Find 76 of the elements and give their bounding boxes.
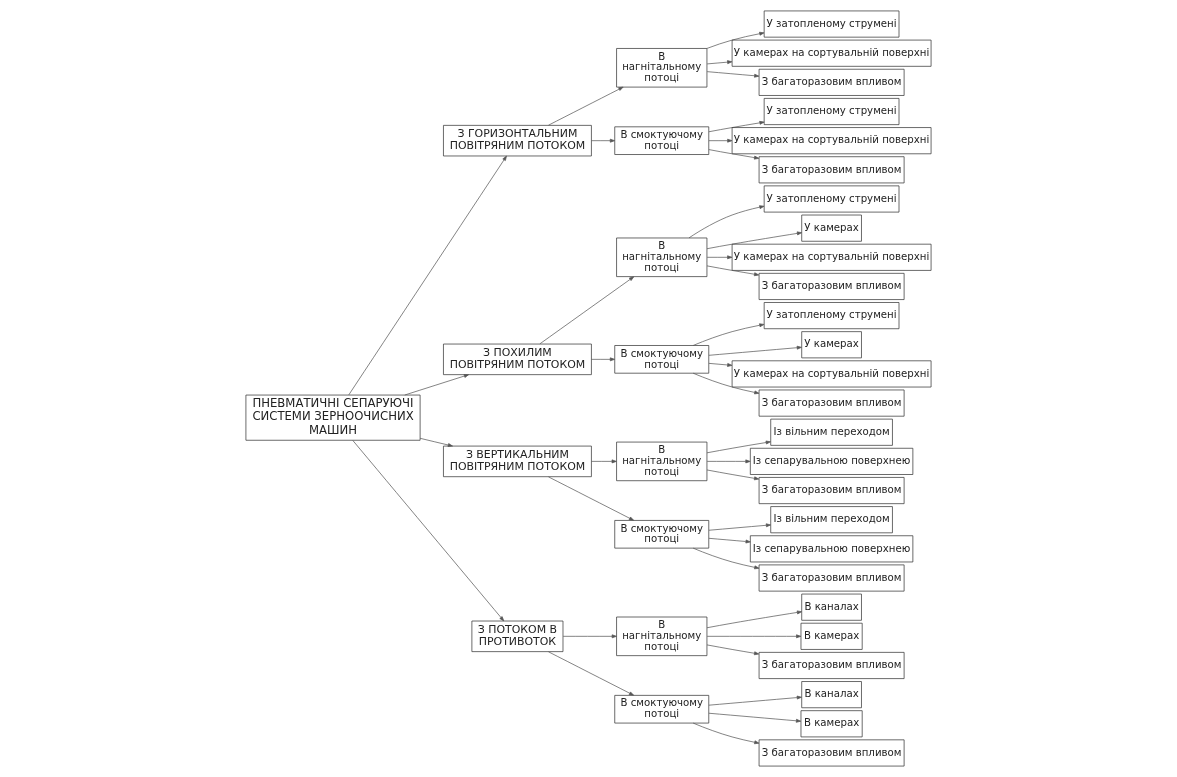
node-box: З ПОТОКОМ В ПРОТИВОТОК <box>471 620 564 652</box>
node-box: В смоктуючому потоці <box>614 126 710 155</box>
arrow <box>708 345 802 356</box>
node-box: В смоктуючому потоці <box>614 345 710 374</box>
node-box: У камерах на сортувальній поверхні <box>731 243 932 271</box>
node-box: З багаторазовим впливом <box>758 652 905 679</box>
arrow <box>706 31 765 49</box>
node-box: В нагнітальному потоці <box>616 48 708 88</box>
node-box: В смоктуючому потоці <box>614 695 710 724</box>
arrow <box>708 120 765 133</box>
node-box: У затопленому струмені <box>763 302 900 330</box>
node-box: У затопленому струмені <box>763 185 900 213</box>
node-box: У камерах <box>801 331 862 359</box>
node-box: Із вільним переходом <box>770 506 893 534</box>
arrow <box>708 523 772 531</box>
node-box: З багаторазовим впливом <box>758 564 905 592</box>
node-box: З багаторазовим впливом <box>758 272 905 300</box>
arrow <box>706 610 802 629</box>
arrow <box>692 547 760 570</box>
node-box: В нагнітальному потоці <box>616 616 708 656</box>
arrow <box>591 459 617 464</box>
node-box: У камерах на сортувальній поверхні <box>731 127 932 155</box>
arrow <box>591 357 615 362</box>
arrow <box>706 644 760 656</box>
node-box: З багаторазовим впливом <box>758 389 905 417</box>
arrow <box>706 255 733 260</box>
node-box: Із сепарувальною поверхнею <box>749 447 914 475</box>
node-box: У камерах <box>801 214 862 242</box>
arrow <box>706 231 802 250</box>
arrow <box>706 60 733 65</box>
node-box: З багаторазовим впливом <box>758 739 905 767</box>
node-box: З багаторазовим впливом <box>758 477 905 505</box>
arrow <box>708 363 733 367</box>
node-box: В каналах <box>801 681 862 709</box>
arrow <box>539 276 635 345</box>
node-box: В нагнітальному потоці <box>616 237 708 277</box>
arrow <box>706 459 751 464</box>
arrow <box>348 155 507 396</box>
node-box: В каналах <box>801 593 862 621</box>
arrow <box>708 149 760 160</box>
arrow <box>419 437 453 447</box>
node-box: У затопленому струмені <box>763 98 900 125</box>
arrow <box>591 138 615 143</box>
arrow <box>692 722 760 745</box>
node-box: В камерах <box>800 710 863 738</box>
node-box: З ПОХИЛИМ ПОВІТРЯНИМ ПОТОКОМ <box>443 343 592 375</box>
node-box: З багаторазовим впливом <box>758 68 905 96</box>
arrow <box>708 712 802 723</box>
node-box: У камерах на сортувальній поверхні <box>731 39 932 67</box>
arrow <box>692 323 765 346</box>
arrow <box>706 634 802 639</box>
node-box: В нагнітальному потоці <box>616 441 708 482</box>
arrow <box>706 265 760 277</box>
node-box: У камерах на сортувальній поверхні <box>731 360 932 388</box>
node-box: ПНЕВМАТИЧНІ СЕПАРУЮЧІ СИСТЕМИ ЗЕРНООЧИСНИХ МАШИН <box>245 394 421 441</box>
arrow <box>708 695 802 706</box>
node-box: Із сепарувальною поверхнею <box>749 535 914 563</box>
arrow <box>708 138 733 143</box>
arrow <box>706 440 771 454</box>
arrow <box>706 469 760 481</box>
arrow <box>404 374 469 396</box>
arrow <box>692 372 760 395</box>
arrow <box>548 476 635 521</box>
arrow <box>708 537 751 544</box>
arrow <box>562 634 617 639</box>
node-box: У затопленому струмені <box>763 10 900 38</box>
node-box: В камерах <box>800 622 863 650</box>
arrow <box>548 651 635 696</box>
arrow <box>688 205 765 239</box>
node-box: В смоктуючому потоці <box>614 520 710 549</box>
node-box: З ГОРИЗОНТАЛЬНИМ ПОВІТРЯНИМ ПОТОКОМ <box>443 125 592 157</box>
arrow <box>352 440 505 622</box>
node-box: З багаторазовим впливом <box>758 156 905 184</box>
arrow <box>548 86 624 126</box>
node-box: Із вільним переходом <box>770 418 893 446</box>
arrow <box>706 71 760 78</box>
